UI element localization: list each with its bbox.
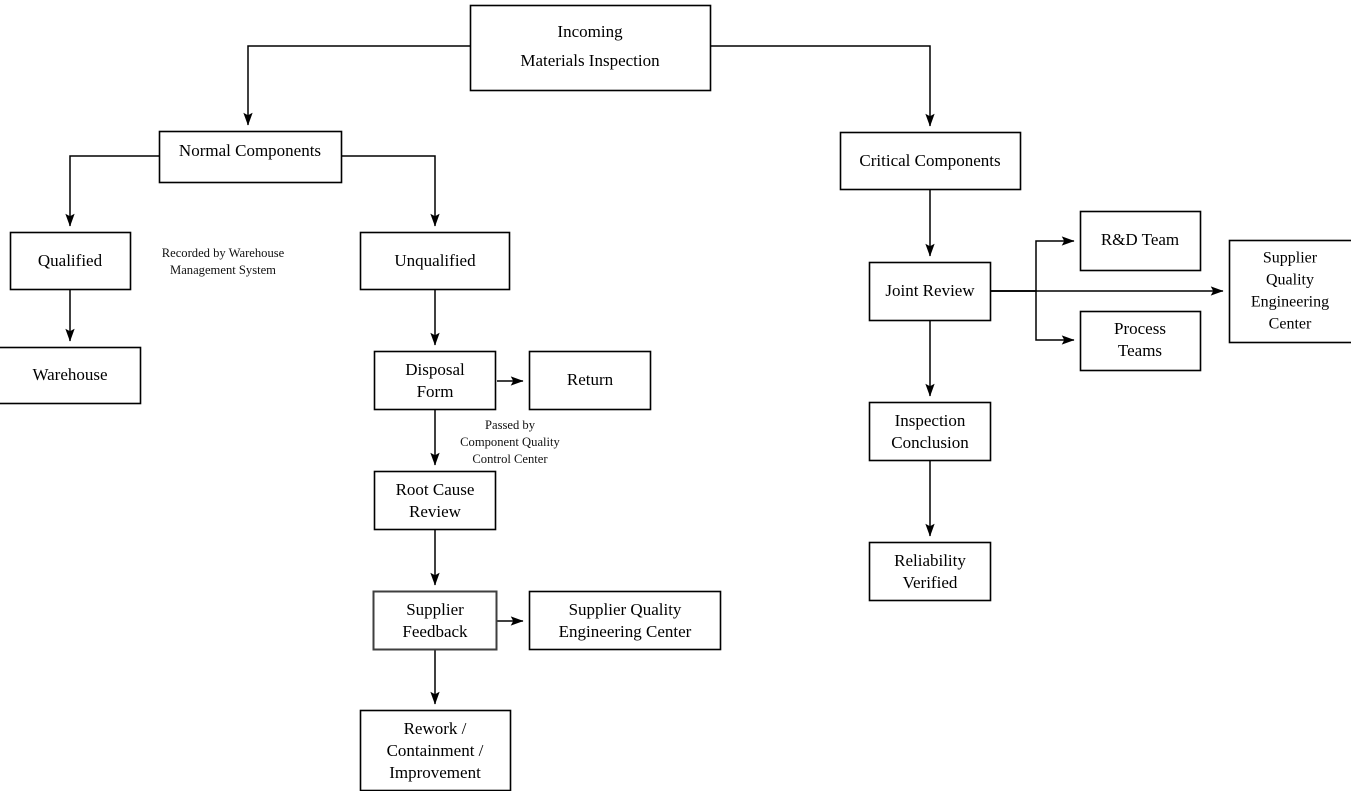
node-critical-components-label: Critical Components <box>859 151 1000 170</box>
nodes-layer: Incoming Materials Inspection Normal Com… <box>0 4 1351 791</box>
node-rework-containment-improvement[interactable]: Rework / Containment / Improvement <box>359 709 512 791</box>
node-critical-components[interactable]: Critical Components <box>839 131 1022 191</box>
edge-label-passed-line3: Control Center <box>472 452 548 466</box>
node-unqualified-label: Unqualified <box>394 251 476 270</box>
node-supplier-feedback[interactable]: Supplier Feedback <box>372 590 498 651</box>
node-sqec-lower-line1: Supplier Quality <box>569 600 682 619</box>
node-normal-components[interactable]: Normal Components <box>158 130 343 184</box>
edge-joint-review-to-process-teams <box>991 290 1075 345</box>
node-incoming-materials-inspection[interactable]: Incoming Materials Inspection <box>469 4 712 92</box>
node-joint-review[interactable]: Joint Review <box>868 261 992 322</box>
node-rework-line2: Containment / <box>387 741 484 760</box>
edge-label-passed-line1: Passed by <box>485 418 536 432</box>
edge-joint-review-to-rd-team <box>991 236 1075 292</box>
node-inspection-conclusion-line2: Conclusion <box>891 433 969 452</box>
node-rework-line3: Improvement <box>389 763 481 782</box>
node-return[interactable]: Return <box>528 350 652 411</box>
node-reliability-verified-line2: Verified <box>903 573 958 592</box>
node-sqec-right-line3: Engineering <box>1251 294 1329 311</box>
node-joint-review-label: Joint Review <box>885 281 975 300</box>
node-root-cause-review-line2: Review <box>409 502 462 521</box>
node-disposal-form-line1: Disposal <box>405 360 465 379</box>
node-process-teams[interactable]: Process Teams <box>1079 310 1202 372</box>
edge-label-qualified-to-warehouse: Recorded by Warehouse Management System <box>162 246 285 277</box>
node-rework-line1: Rework / <box>404 719 467 738</box>
edge-label-warehouse-line2: Management System <box>170 263 276 277</box>
edge-labels-layer: Recorded by Warehouse Management System … <box>162 246 561 466</box>
node-supplier-quality-engineering-center-lower[interactable]: Supplier Quality Engineering Center <box>528 590 722 651</box>
node-reliability-verified-line1: Reliability <box>894 551 966 570</box>
node-sqec-right-line2: Quality <box>1266 272 1314 289</box>
node-supplier-feedback-line2: Feedback <box>402 622 468 641</box>
node-qualified-label: Qualified <box>38 251 103 270</box>
node-rd-team-label: R&D Team <box>1101 230 1179 249</box>
edges-layer <box>65 45 1224 705</box>
node-return-label: Return <box>567 370 614 389</box>
node-sqec-lower-line2: Engineering Center <box>559 622 692 641</box>
edge-normal-components-to-qualified <box>65 155 159 227</box>
node-disposal-form[interactable]: Disposal Form <box>373 350 497 411</box>
node-inspection-conclusion[interactable]: Inspection Conclusion <box>868 401 992 462</box>
node-process-teams-line2: Teams <box>1118 341 1162 360</box>
node-reliability-verified[interactable]: Reliability Verified <box>868 541 992 602</box>
node-unqualified[interactable]: Unqualified <box>359 231 511 291</box>
node-warehouse[interactable]: Warehouse <box>0 346 142 405</box>
node-rd-team[interactable]: R&D Team <box>1079 210 1202 272</box>
node-incoming-line1: Incoming <box>557 22 623 41</box>
node-sqec-right-line1: Supplier <box>1263 250 1318 267</box>
node-supplier-quality-engineering-center-right[interactable]: Supplier Quality Engineering Center <box>1228 239 1351 344</box>
node-supplier-feedback-line1: Supplier <box>406 600 464 619</box>
node-process-teams-line1: Process <box>1114 319 1166 338</box>
edge-label-passed-line2: Component Quality <box>460 435 560 449</box>
node-root-cause-review[interactable]: Root Cause Review <box>373 470 497 531</box>
edge-normal-components-to-unqualified <box>341 155 440 227</box>
node-inspection-conclusion-line1: Inspection <box>895 411 966 430</box>
edge-incoming-to-critical-components <box>711 45 935 127</box>
node-root-cause-review-line1: Root Cause <box>396 480 475 499</box>
node-warehouse-label: Warehouse <box>32 365 107 384</box>
edge-incoming-to-normal-components <box>243 45 470 126</box>
node-disposal-form-line2: Form <box>417 382 454 401</box>
node-normal-components-label: Normal Components <box>179 141 321 160</box>
edge-label-warehouse-line1: Recorded by Warehouse <box>162 246 285 260</box>
node-qualified[interactable]: Qualified <box>9 231 132 291</box>
node-incoming-line2: Materials Inspection <box>520 51 660 70</box>
node-sqec-right-line4: Center <box>1269 316 1312 333</box>
edge-label-disposal-to-root-cause: Passed by Component Quality Control Cent… <box>460 418 560 466</box>
